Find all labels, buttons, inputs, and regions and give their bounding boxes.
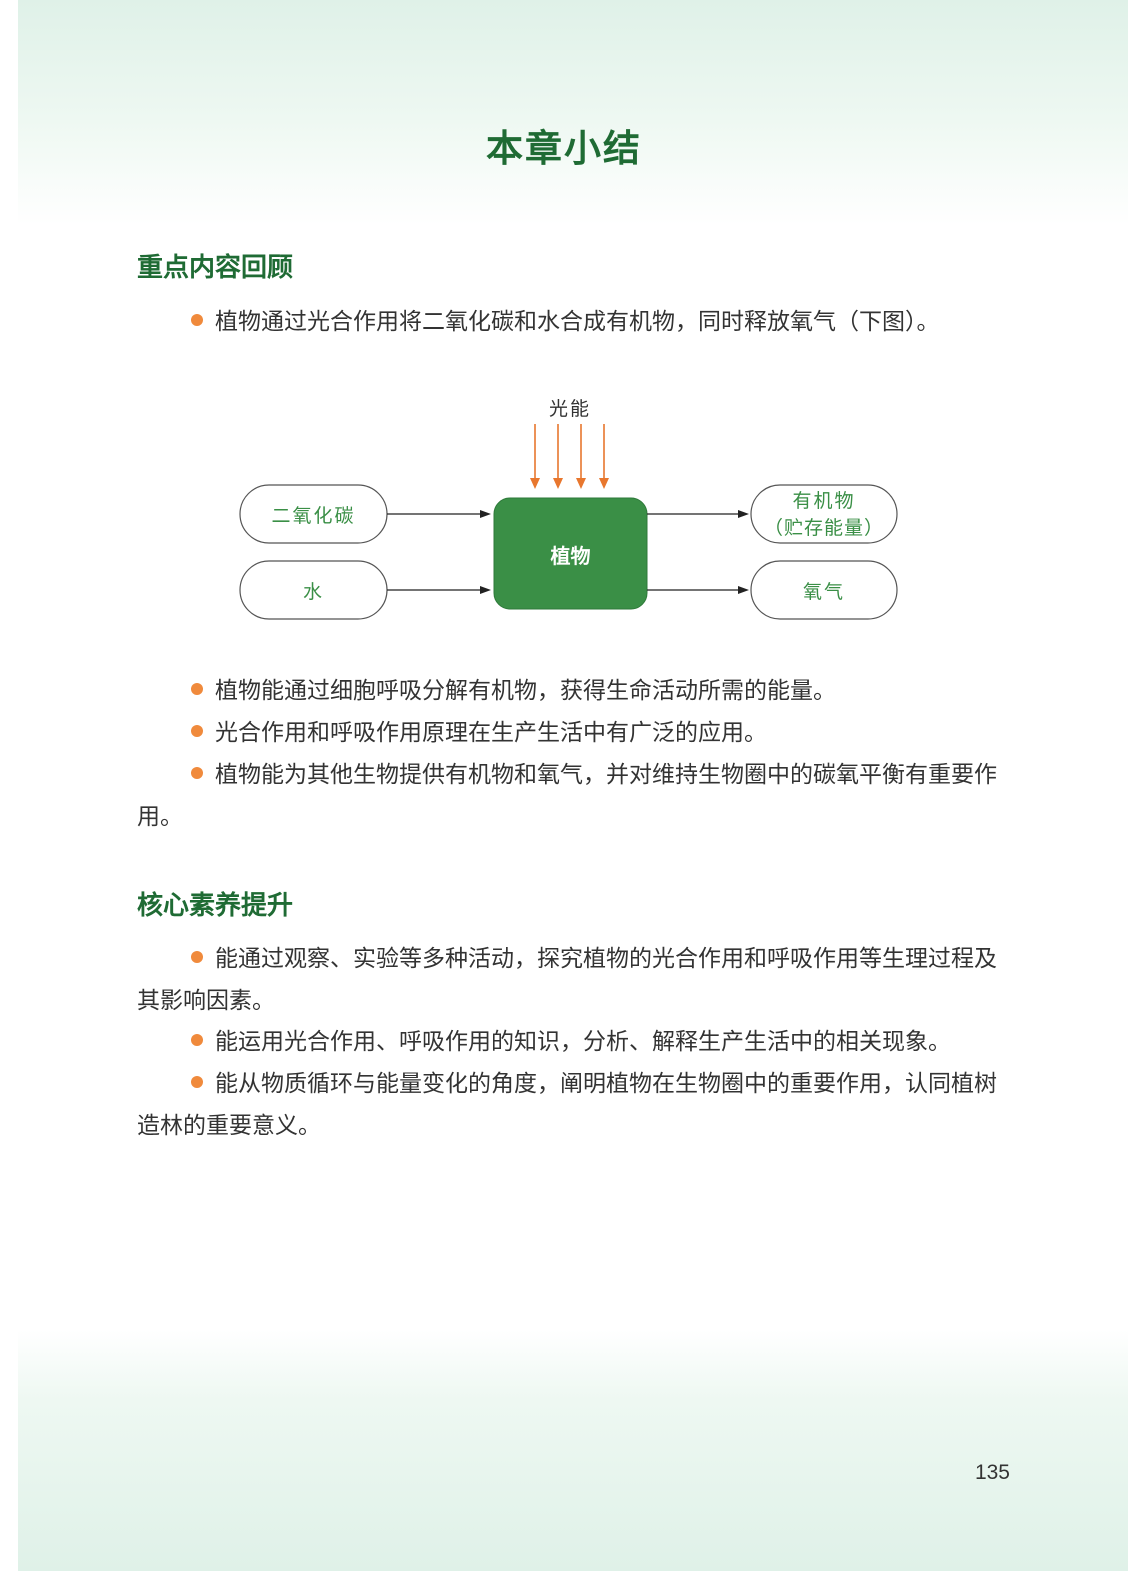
- chapter-summary-title: 本章小结: [486, 127, 642, 170]
- bullet-icon: [191, 1076, 203, 1088]
- output-label-energy-storage: （贮存能量）: [763, 517, 884, 539]
- output-pill-organic: [750, 484, 898, 544]
- review-item-4: 植物能为其他生物提供有机物和氧气，并对维持生物圈中的碳氧平衡有重要作用。: [137, 762, 997, 830]
- review-item-2: 植物能通过细胞呼吸分解有机物，获得生命活动所需的能量。: [137, 670, 997, 712]
- light-arrows: [530, 424, 609, 489]
- plant-label: 植物: [550, 544, 591, 568]
- output-pill-oxygen: [750, 560, 898, 620]
- output-label-organic: 有机物: [792, 490, 856, 512]
- literacy-item-3: 能从物质循环与能量变化的角度，阐明植物在生物圈中的重要作用，认同植树造林的重要意…: [137, 1071, 997, 1139]
- input-label-co2: 二氧化碳: [271, 505, 356, 527]
- literacy-item-2: 能运用光合作用、呼吸作用的知识，分析、解释生产生活中的相关现象。: [137, 1021, 1017, 1063]
- photosynthesis-diagram: 光能 植物 二氧化碳 水 有机物 （贮存能量） 氧气: [0, 380, 1128, 640]
- bullet-icon: [191, 951, 203, 963]
- input-label-water: 水: [302, 581, 324, 603]
- diagram-graphics: [239, 424, 898, 620]
- plant-box: [493, 497, 648, 610]
- bullet-icon: [191, 1034, 203, 1046]
- review-item-3: 光合作用和呼吸作用原理在生产生活中有广泛的应用。: [137, 712, 997, 754]
- literacy-item-1: 能通过观察、实验等多种活动，探究植物的光合作用和呼吸作用等生理过程及其影响因素。: [137, 946, 997, 1014]
- section-heading-key-review: 重点内容回顾: [137, 253, 294, 283]
- section-heading-core-literacy: 核心素养提升: [137, 891, 294, 921]
- bullet-icon: [191, 767, 203, 779]
- bullet-icon: [191, 683, 203, 695]
- light-energy-label: 光能: [548, 398, 591, 420]
- page-background: [18, 0, 1128, 1571]
- bullet-icon: [191, 725, 203, 737]
- output-label-oxygen: 氧气: [802, 581, 845, 603]
- page-number: 135: [974, 1461, 1010, 1484]
- bullet-icon: [191, 314, 203, 326]
- review-item-1: 植物通过光合作用将二氧化碳和水合成有机物，同时释放氧气（下图）。: [137, 301, 997, 343]
